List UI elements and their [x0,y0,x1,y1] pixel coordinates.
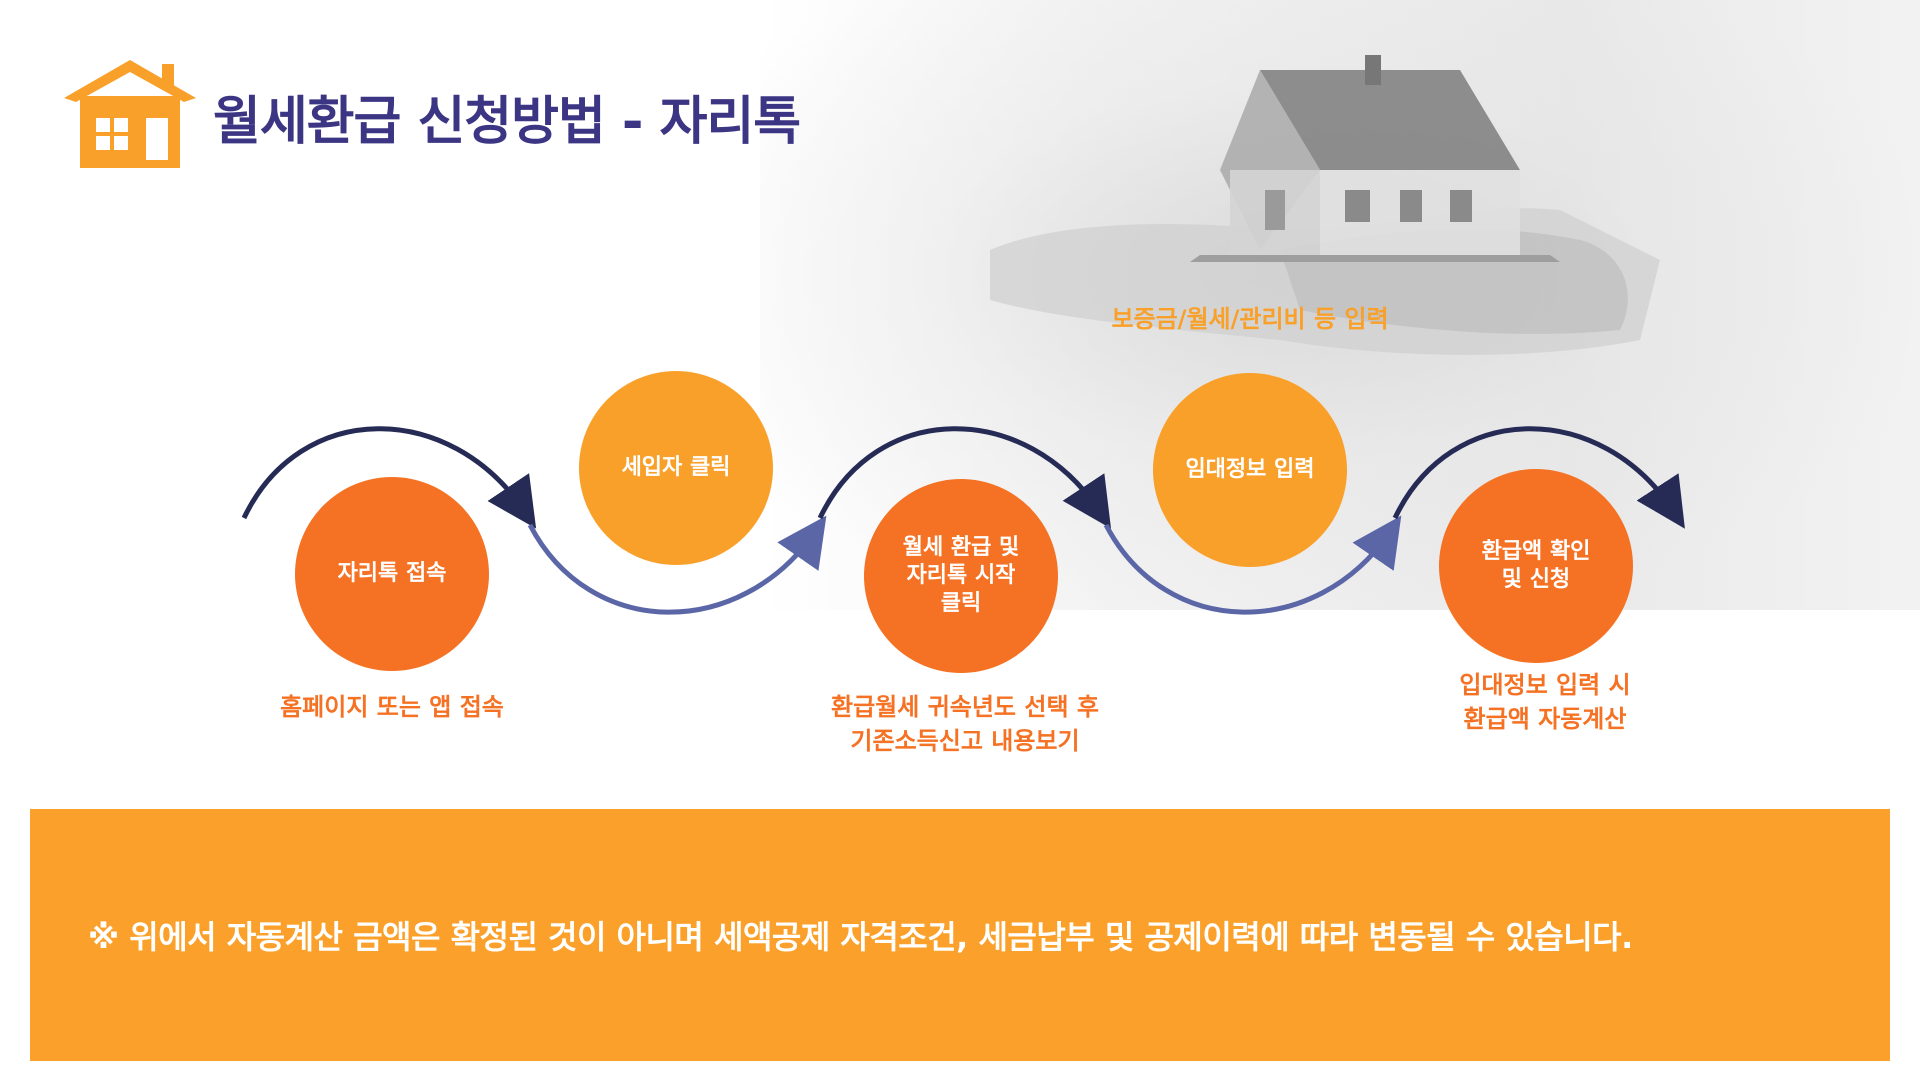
arrow-2 [527,515,827,615]
footer-note: ※ 위에서 자동계산 금액은 확정된 것이 아니며 세액공제 자격조건, 세금납… [88,918,1633,956]
arrow-4 [1103,515,1402,615]
step-5-circle: 환급액 확인 및 신청 [1439,469,1633,663]
step-1-circle: 자리톡 접속 [295,477,489,671]
step-2-label: 세입자 클릭 [621,455,731,480]
step-1-note: 홈페이지 또는 앱 접속 [280,693,504,721]
step-4-circle: 임대정보 입력 [1153,373,1347,567]
step-3-note: 환급월세 귀속년도 선택 후 기존소득신고 내용보기 [831,693,1099,755]
step-3-label: 월세 환급 및 자리톡 시작 클릭 [902,535,1020,616]
arrow-3 [817,426,1112,529]
step-1-label: 자리톡 접속 [337,561,447,586]
process-flow-arrows [241,426,1685,615]
hands-holding-house-icon [990,55,1660,355]
arrow-1 [241,426,537,529]
house-icon [62,56,198,172]
step-5-note: 입대정보 입력 시 환급액 자동계산 [1459,671,1631,733]
step-4-note: 보증금/월세/관리비 등 입력 [1111,305,1389,333]
step-4-label: 임대정보 입력 [1185,457,1315,482]
step-2-circle: 세입자 클릭 [579,371,773,565]
footer-notice-banner: ※ 위에서 자동계산 금액은 확정된 것이 아니며 세액공제 자격조건, 세금납… [30,809,1890,1061]
step-3-circle: 월세 환급 및 자리톡 시작 클릭 [864,479,1058,673]
arrow-5 [1392,426,1685,529]
page-title: 월세환급 신청방법 - 자리톡 [213,92,801,152]
step-5-label: 환급액 확인 및 신청 [1481,539,1591,592]
